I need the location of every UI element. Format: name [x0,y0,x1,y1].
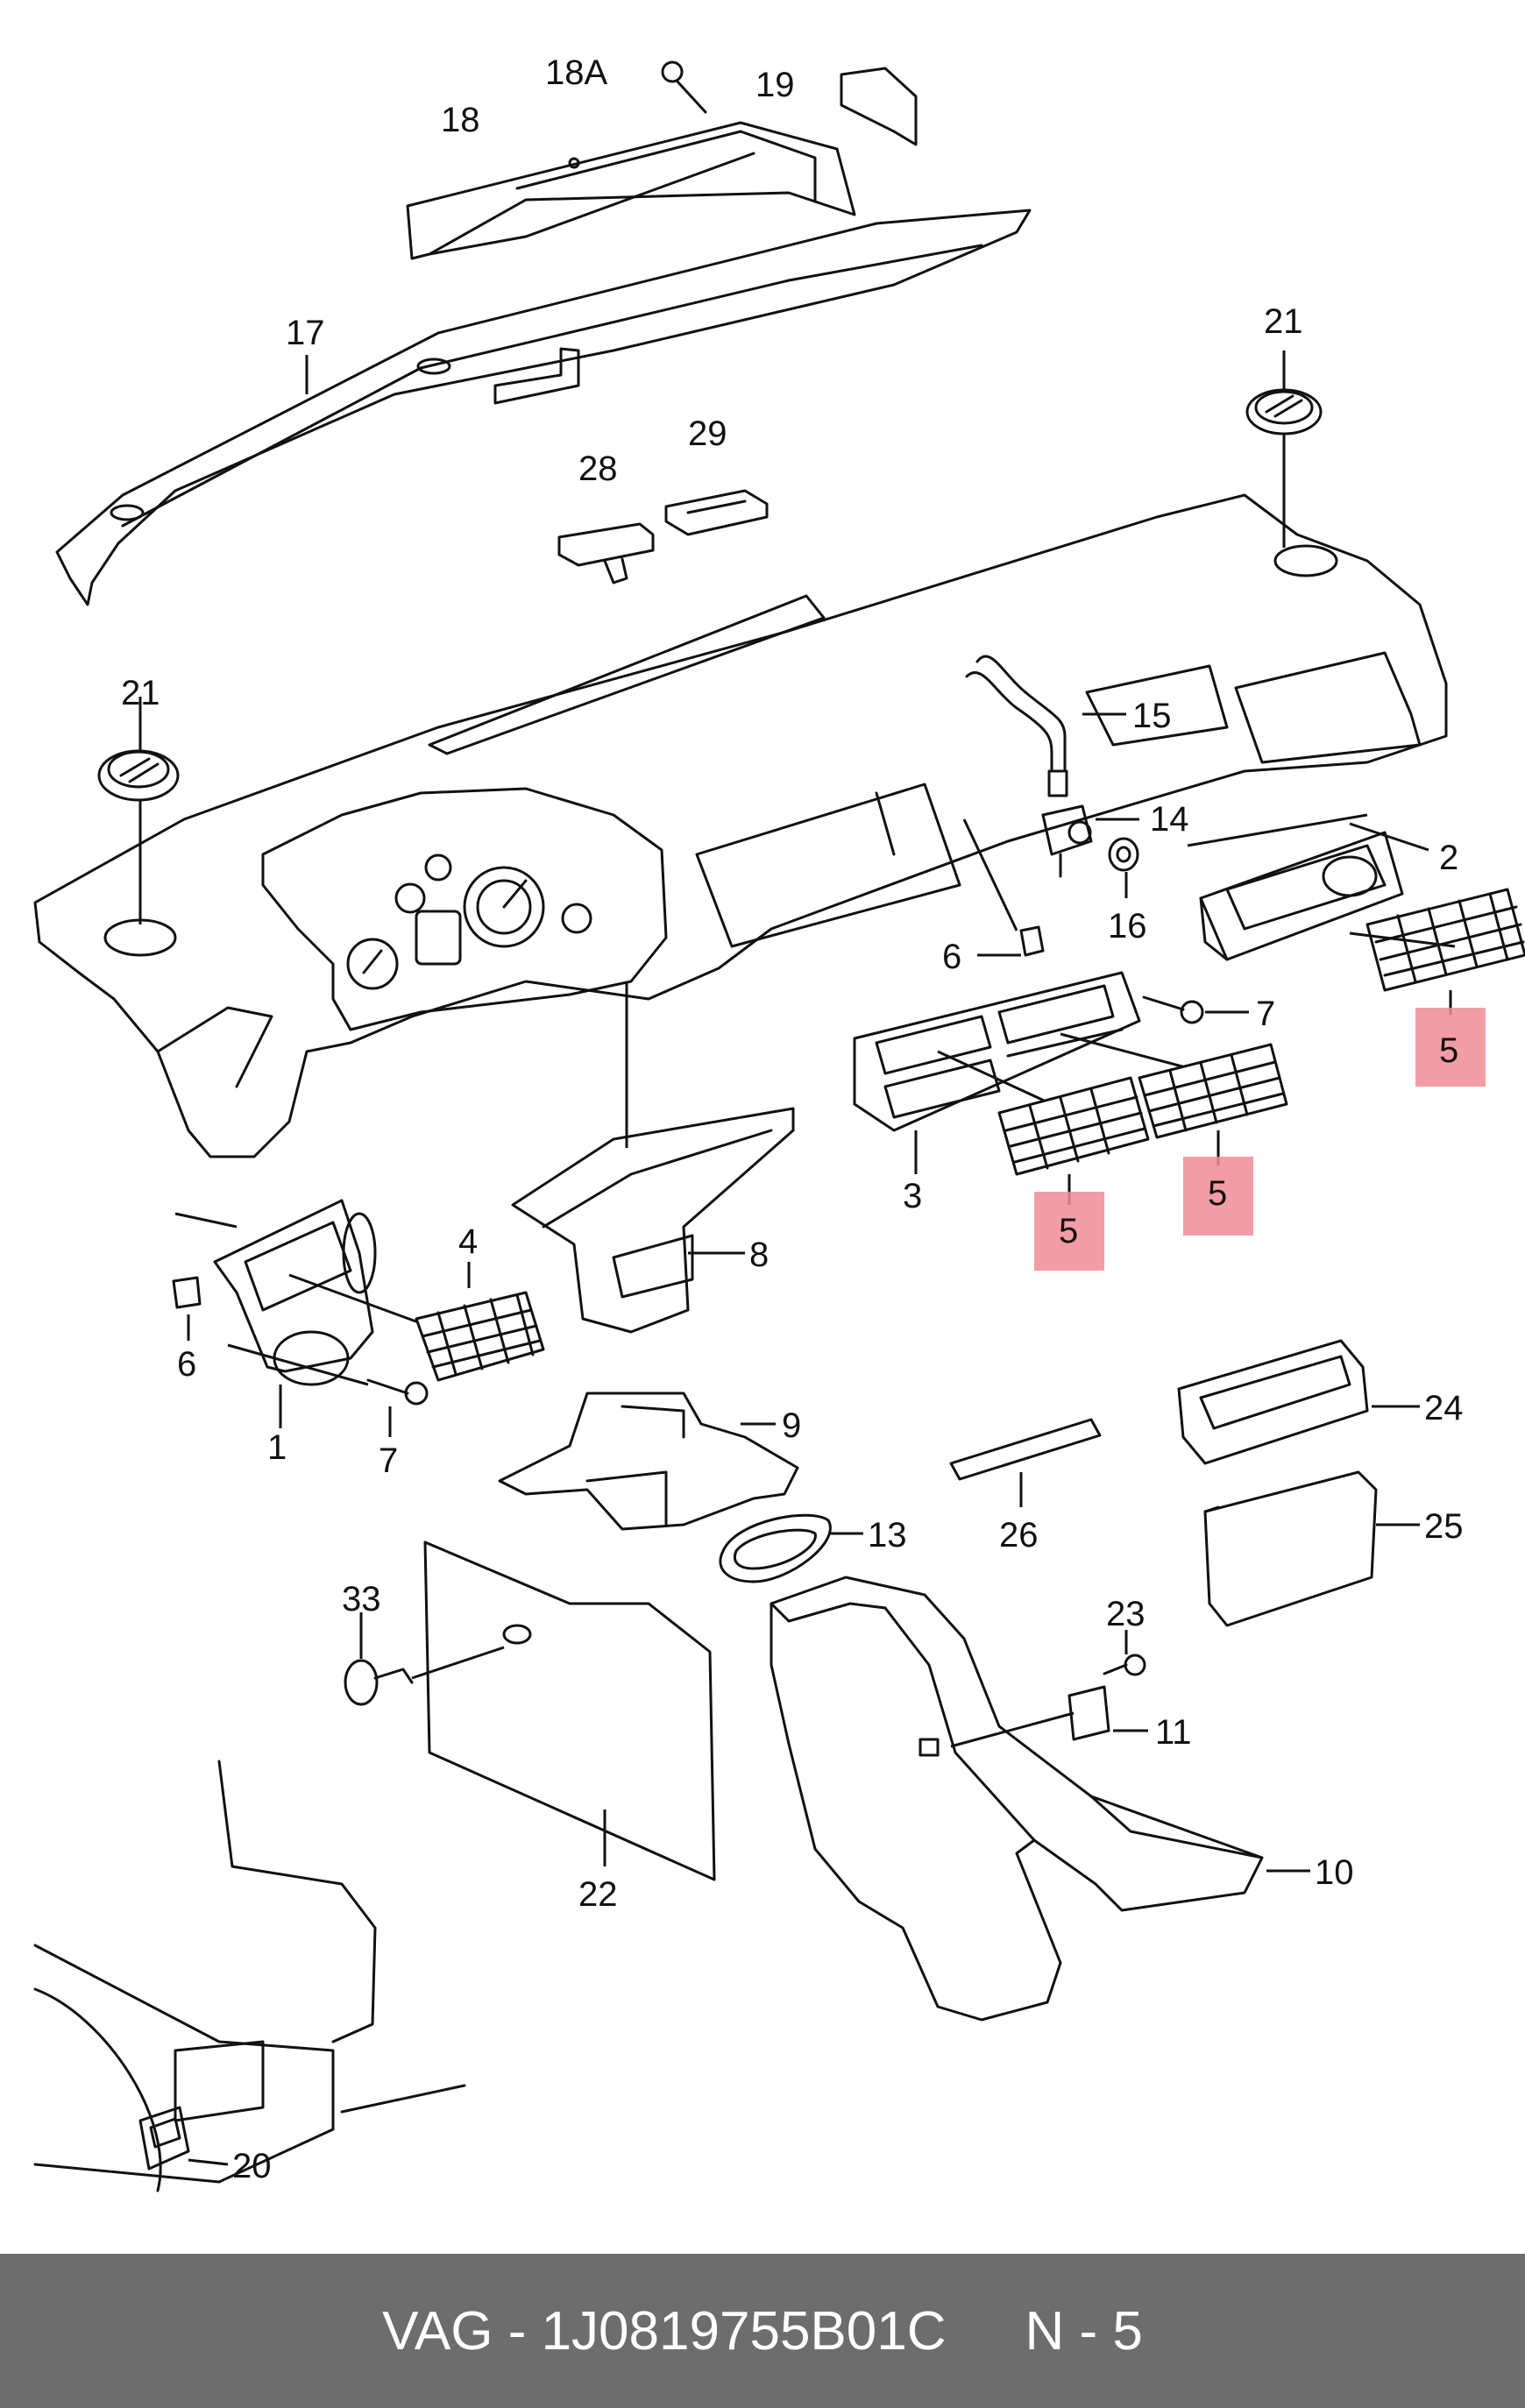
callout-4: 4 [458,1222,478,1261]
part-9-distributor [498,1392,799,1531]
callout-5-center-right: 5 [1208,1174,1227,1213]
part-5-grille-center-left [997,1076,1150,1176]
part-20-vent-small [138,2106,190,2171]
callout-21-right: 21 [1264,302,1303,341]
callout-33: 33 [342,1580,381,1618]
callout-13: 13 [868,1516,907,1555]
footer-position-code: N - 5 [1025,2300,1143,2362]
callout-15: 15 [1132,697,1172,735]
part-25-storage-box [1203,1470,1378,1627]
part-26-strip [949,1418,1102,1481]
part-number-footer: VAG - 1J0819755B01C N - 5 [0,2254,1525,2408]
callout-22: 22 [578,1875,618,1914]
part-24-vent-frame [1177,1339,1369,1465]
part-21-vent-left [97,749,180,802]
dashboard-panel [33,493,1448,1158]
callout-3: 3 [903,1177,922,1215]
part-7-screw-upper [1142,995,1204,1024]
part-11-clip [1068,1685,1110,1741]
callout-23: 23 [1106,1595,1146,1633]
callout-24: 24 [1424,1389,1464,1427]
callout-26: 26 [999,1516,1039,1555]
part-4-grille-left [415,1291,545,1382]
callout-19: 19 [755,66,795,104]
part-7-screw-lower [366,1378,429,1406]
footer-dash: - [507,2300,527,2362]
part-8-center-duct [511,1107,795,1334]
highlight-5-center-right [1183,1157,1253,1236]
highlight-5-center-left [1034,1192,1104,1271]
callout-21-left: 21 [121,674,160,712]
callout-1: 1 [267,1428,287,1467]
highlight-5-right [1415,1008,1486,1087]
footer-part-number: 1J0819755B01C [541,2300,947,2362]
part-5-grille-center-right [1138,1043,1288,1139]
lower-left-body-detail [33,1760,466,2192]
part-18a-screw [661,60,707,114]
part-21-vent-right [1245,388,1323,436]
part-1-vent-housing [213,1199,377,1386]
callout-16: 16 [1108,907,1147,945]
footer-brand: VAG [382,2300,493,2362]
callout-7-lower: 7 [379,1441,398,1480]
part-28-sensor-holder [557,522,655,584]
part-10-floor-duct [770,1576,1264,2022]
part-13-seal-ring [719,1513,832,1583]
part-2-vent-housing [1199,831,1404,961]
part-6-clip-lower [172,1276,202,1309]
part-22-side-panel [423,1540,716,1881]
callout-6-upper: 6 [942,938,961,976]
callout-25: 25 [1424,1507,1464,1546]
part-3-vent-housing [853,971,1141,1132]
part-29-cover [664,489,769,536]
part-17-defroster-duct [55,209,1032,606]
callout-17: 17 [286,314,325,352]
callout-18: 18 [441,101,480,139]
part-19-clip [840,67,918,146]
part-18-air-channel [406,121,856,260]
callout-5-center-left: 5 [1059,1212,1078,1250]
callout-2: 2 [1439,839,1458,877]
part-15-hose [965,655,1068,797]
callout-29: 29 [688,414,727,453]
part-6-clip-upper [1019,925,1045,957]
part-23-screw [1103,1654,1146,1676]
callout-9: 9 [782,1406,801,1445]
callout-5-right: 5 [1439,1031,1458,1070]
callout-20: 20 [232,2147,272,2185]
callout-14: 14 [1150,800,1189,839]
callout-10: 10 [1315,1853,1354,1892]
callout-8: 8 [749,1236,769,1274]
callout-28: 28 [578,450,618,488]
callout-11: 11 [1155,1713,1192,1752]
callout-7-upper: 7 [1256,995,1275,1033]
part-33-clip [344,1659,414,1706]
part-5-grille-right [1365,888,1525,992]
callout-18a: 18A [545,53,607,92]
part-16-nut [1108,837,1139,872]
parts-diagram: 18A 19 18 17 21 29 28 21 15 14 16 2 6 7 … [33,53,1525,2192]
callout-6-lower: 6 [177,1345,196,1384]
part-14-bracket [1041,804,1093,878]
